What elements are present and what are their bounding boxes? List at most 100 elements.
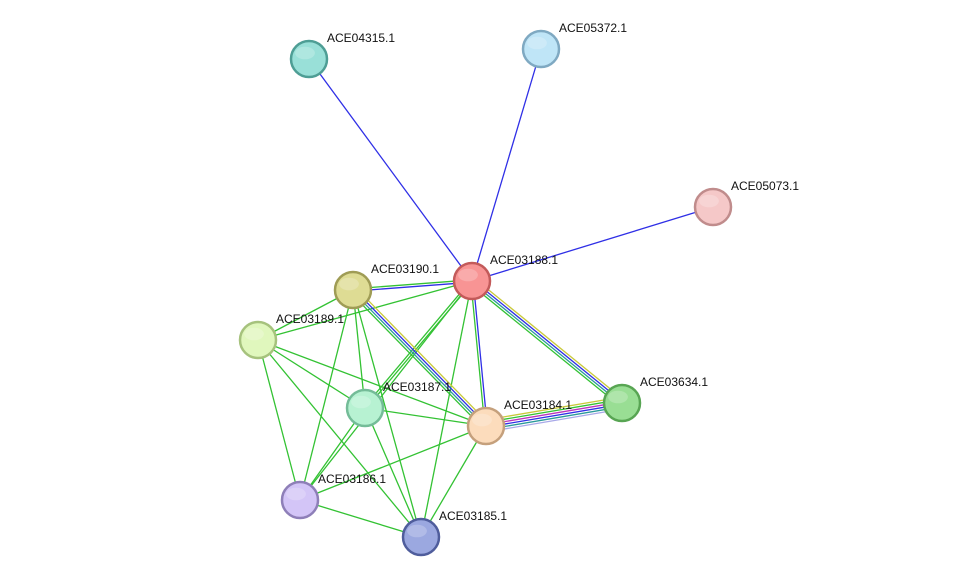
edge-line-blue: [308, 58, 473, 282]
node-highlight: [407, 524, 427, 538]
node-circle[interactable]: [345, 388, 385, 428]
edge-line-teal: [351, 290, 486, 428]
edge-line-teal: [470, 281, 622, 405]
edge-ace03190-1-ace03187-1: [352, 289, 366, 409]
node-label: ACE03187.1: [383, 380, 451, 394]
edge-line-green: [470, 281, 486, 427]
node-ace03186-1[interactable]: ACE03186.1: [280, 472, 386, 520]
node-ace05073-1[interactable]: ACE05073.1: [693, 179, 799, 227]
edge-ace03187-1-ace03184-1: [364, 407, 487, 427]
node-circle[interactable]: [466, 406, 506, 446]
node-label: ACE05073.1: [731, 179, 799, 193]
node-circle[interactable]: [602, 383, 642, 423]
edge-line-green: [257, 280, 473, 341]
edge-line-green: [257, 339, 366, 409]
node-ace03184-1[interactable]: ACE03184.1: [466, 398, 572, 446]
edge-ace03188-1-ace05372-1: [471, 48, 542, 282]
edge-line-blue: [472, 280, 488, 426]
node-circle[interactable]: [289, 39, 329, 79]
edge-line-green: [352, 289, 366, 409]
edge-line-green: [299, 499, 422, 538]
edge-line-green: [257, 339, 422, 538]
node-ace03188-1[interactable]: ACE03188.1: [452, 253, 558, 301]
node-circle[interactable]: [521, 29, 561, 69]
node-circle[interactable]: [238, 320, 278, 360]
node-ace05372-1[interactable]: ACE05372.1: [521, 21, 627, 69]
edge-ace03189-1-ace03185-1: [257, 339, 422, 538]
edge-ace03184-1-ace03186-1: [299, 425, 487, 501]
edge-line-purple: [485, 401, 622, 426]
node-highlight: [472, 413, 492, 427]
node-circle[interactable]: [401, 517, 441, 557]
node-highlight: [244, 327, 264, 341]
node-ace03634-1[interactable]: ACE03634.1: [602, 375, 708, 423]
node-label: ACE05372.1: [559, 21, 627, 35]
edge-line-green: [469, 283, 621, 407]
node-highlight: [608, 390, 628, 404]
node-circle[interactable]: [452, 261, 492, 301]
edge-line-yellow: [473, 277, 625, 401]
node-label: ACE03189.1: [276, 312, 344, 326]
edge-line-blue: [353, 281, 473, 292]
node-highlight: [527, 36, 547, 50]
edge-line-blue: [486, 403, 623, 428]
edge-line-yellow: [355, 287, 490, 424]
edge-ace03189-1-ace03184-1: [257, 339, 487, 427]
node-ace03190-1[interactable]: ACE03190.1: [333, 262, 439, 310]
edge-line-green: [420, 425, 487, 538]
node-circle[interactable]: [333, 270, 373, 310]
nodes-layer: ACE03188.1 ACE04315.1 ACE05372.1ACE05073.1…: [238, 21, 799, 557]
edge-line-green: [420, 280, 473, 538]
edge-ace03188-1-ace03189-1: [257, 280, 473, 341]
edge-line-teal: [486, 405, 623, 431]
node-highlight: [351, 395, 371, 409]
edge-line-blue: [353, 288, 488, 426]
edge-ace03188-1-ace04315-1: [308, 58, 473, 282]
node-highlight: [339, 277, 359, 291]
node-circle[interactable]: [280, 480, 320, 520]
edge-line-yellow: [484, 396, 622, 421]
edge-ace03188-1-ace03190-1: [352, 279, 473, 292]
edge-line-blue: [471, 206, 714, 282]
edge-line-green: [485, 398, 622, 424]
node-label: ACE03185.1: [439, 509, 507, 523]
edge-line-green: [352, 279, 472, 290]
edge-ace03188-1-ace03185-1: [420, 280, 473, 538]
edge-ace03184-1-ace03185-1: [420, 425, 487, 538]
node-label: ACE03184.1: [504, 398, 572, 412]
edge-ace03190-1-ace03186-1: [299, 289, 354, 501]
node-highlight: [286, 487, 306, 501]
edge-ace03190-1-ace03185-1: [352, 289, 422, 538]
edge-line-green: [352, 289, 422, 538]
edge-line-green: [299, 425, 487, 501]
edge-ace03184-1-ace03634-1: [484, 396, 624, 433]
node-label: ACE04315.1: [327, 31, 395, 45]
edge-ace03188-1-ace03184-1: [470, 280, 488, 427]
node-ace03189-1[interactable]: ACE03189.1: [238, 312, 344, 360]
edge-line-green: [349, 292, 484, 429]
edge-ace03188-1-ace03634-1: [469, 277, 625, 407]
node-ace04315-1[interactable]: ACE04315.1: [289, 31, 395, 79]
edge-ace03187-1-ace03185-1: [364, 407, 422, 538]
edge-line-green: [257, 339, 487, 427]
edge-ace03190-1-ace03184-1: [349, 287, 490, 429]
edge-line-green: [257, 339, 301, 501]
edge-line-blue: [471, 48, 542, 282]
node-highlight: [699, 194, 719, 208]
edge-ace03188-1-ace03186-1: [299, 280, 473, 501]
node-circle[interactable]: [693, 187, 733, 227]
node-highlight: [458, 268, 478, 282]
edge-ace03189-1-ace03187-1: [257, 339, 366, 409]
edge-ace03186-1-ace03185-1: [299, 499, 422, 538]
node-ace03185-1[interactable]: ACE03185.1: [401, 509, 507, 557]
edges-layer: [257, 48, 714, 538]
edge-ace03188-1-ace05073-1: [471, 206, 714, 282]
node-ace03187-1[interactable]: ACE03187.1: [345, 380, 451, 428]
edge-line-green: [364, 407, 487, 427]
node-highlight: [295, 46, 315, 60]
edge-ace03189-1-ace03186-1: [257, 339, 301, 501]
node-label: ACE03186.1: [318, 472, 386, 486]
node-label: ACE03634.1: [640, 375, 708, 389]
node-label: ACE03190.1: [371, 262, 439, 276]
